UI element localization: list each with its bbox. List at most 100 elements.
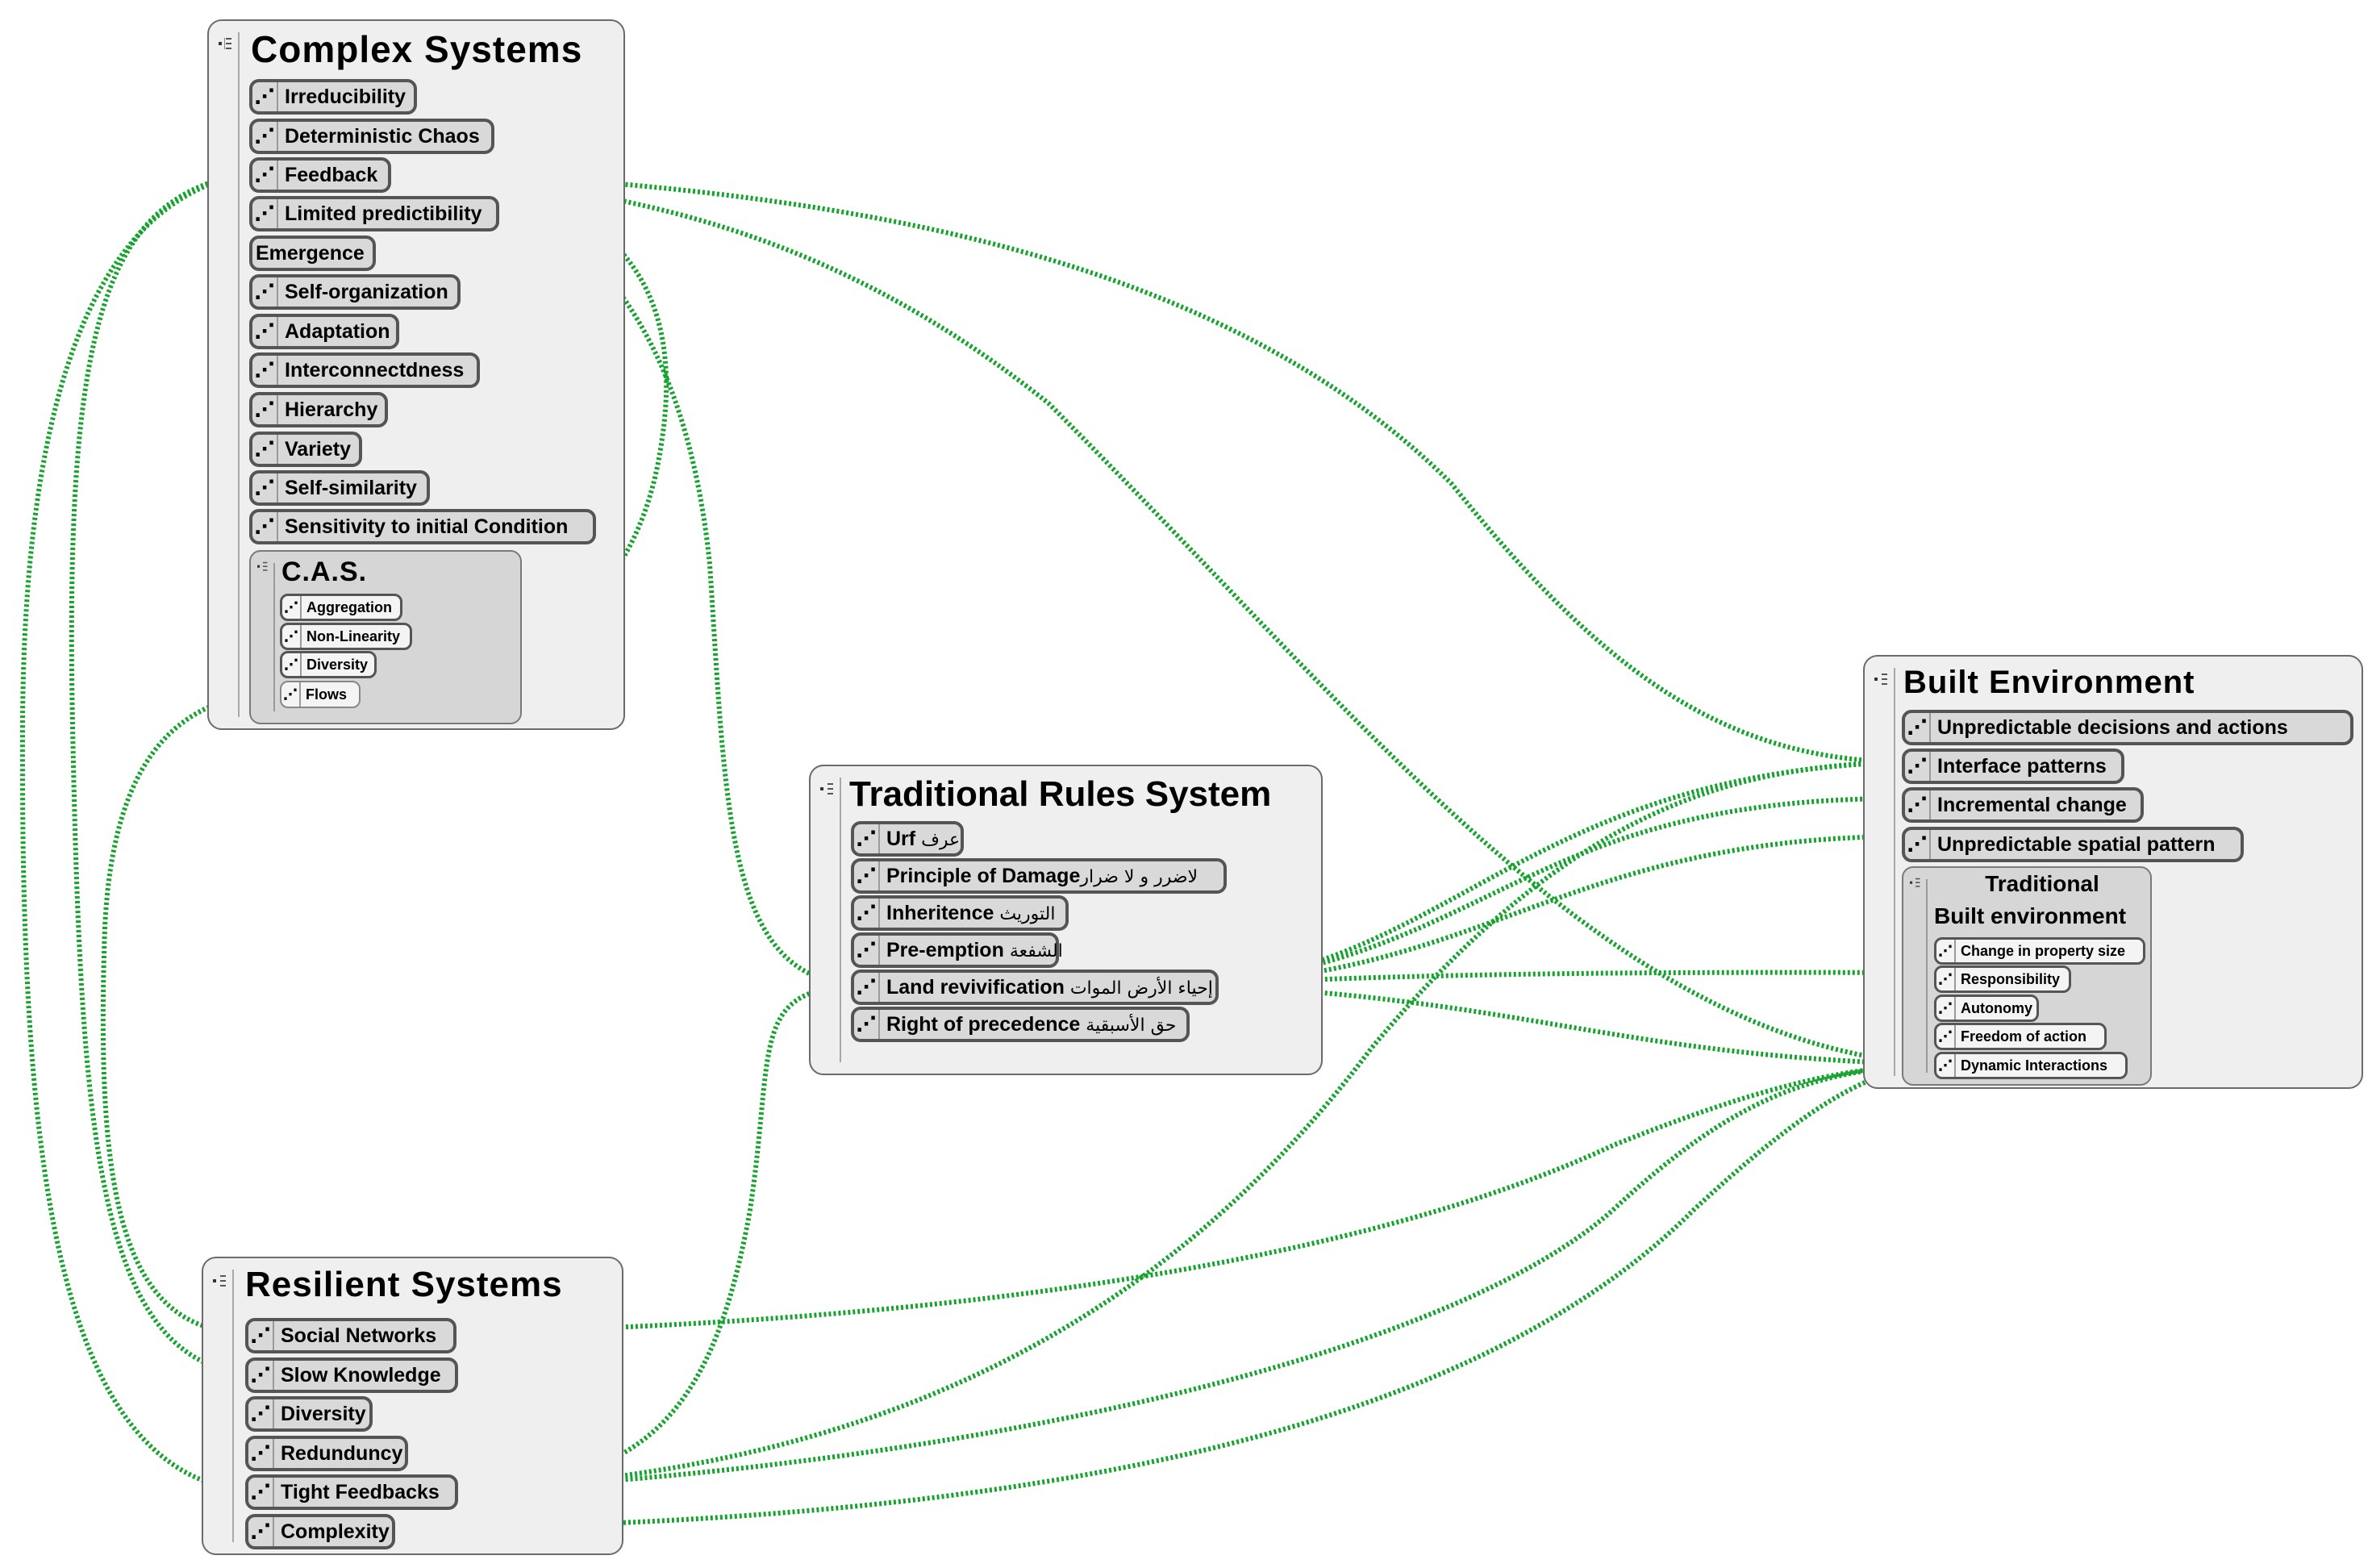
subgroup-title: C.A.S. — [281, 557, 368, 587]
topic-urf[interactable]: ⋰Urf عرف — [851, 821, 964, 857]
topic-deterministic-chaos[interactable]: ⋰Deterministic Chaos — [249, 119, 494, 154]
topic-responsibility[interactable]: ⋰Responsibility — [1934, 965, 2071, 993]
topic-icon: ⋰ — [252, 512, 278, 541]
topic-dynamic-interactions[interactable]: ⋰Dynamic Interactions — [1934, 1052, 2128, 1079]
topic-diversity-resilient[interactable]: ⋰Diversity — [245, 1396, 373, 1432]
topic-emergence[interactable]: Emergence — [249, 236, 376, 271]
topic-self-similarity[interactable]: ⋰Self-similarity — [249, 470, 430, 506]
topic-icon: ⋰ — [248, 1321, 274, 1350]
link-land-responsibility — [1213, 970, 1941, 986]
topic-icon: ⋰ — [252, 277, 278, 307]
group-traditional-rules-system[interactable]: Traditional Rules System ⋰Urf عرف ⋰Princ… — [809, 765, 1323, 1075]
topic-icon: ⋰ — [282, 596, 302, 619]
group-gutter — [232, 1270, 234, 1542]
topic-pre-emption[interactable]: ⋰Pre-emption الشفعة — [851, 932, 1063, 968]
topic-icon: ⋰ — [252, 317, 278, 346]
topic-icon: ⋰ — [248, 1478, 274, 1507]
outline-icon — [1910, 878, 1920, 887]
topic-autonomy[interactable]: ⋰Autonomy — [1934, 995, 2039, 1022]
topic-icon: ⋰ — [854, 936, 880, 965]
topic-icon: ⋰ — [854, 1010, 880, 1039]
topic-inheritence[interactable]: ⋰Inheritence التوريث — [851, 895, 1069, 931]
topic-unpredictable-spatial-pattern[interactable]: ⋰Unpredictable spatial pattern — [1902, 827, 2244, 862]
topic-icon: ⋰ — [248, 1361, 274, 1390]
subgroup-title-line1: Traditional — [1985, 871, 2099, 896]
topic-icon: ⋰ — [854, 861, 880, 890]
topic-right-of-precedence[interactable]: ⋰Right of precedence حق الأسبقية — [851, 1007, 1190, 1042]
topic-unpredictable-decisions[interactable]: ⋰Unpredictable decisions and actions — [1902, 710, 2353, 745]
link-social-dynamic-interactions — [451, 1062, 1939, 1335]
subgroup-cas[interactable]: C.A.S. ⋰Aggregation ⋰Non-Linearity ⋰Dive… — [249, 550, 522, 724]
topic-icon: ⋰ — [252, 435, 278, 464]
outline-icon — [820, 783, 833, 794]
topic-icon: ⋰ — [282, 653, 302, 676]
topic-icon: ⋰ — [281, 682, 301, 707]
topic-icon: ⋰ — [252, 82, 278, 111]
topic-feedback[interactable]: ⋰Feedback — [249, 157, 391, 193]
group-gutter — [840, 778, 841, 1062]
outline-icon — [219, 38, 231, 49]
topic-icon: ⋰ — [854, 973, 880, 1002]
topic-change-in-property-size[interactable]: ⋰Change in property size — [1934, 937, 2145, 965]
topic-slow-knowledge[interactable]: ⋰Slow Knowledge — [245, 1357, 458, 1393]
group-title: Built Environment — [1903, 665, 2195, 700]
topic-icon: ⋰ — [854, 899, 880, 928]
topic-sensitivity-initial-condition[interactable]: ⋰Sensitivity to initial Condition — [249, 509, 596, 544]
topic-land-revivification[interactable]: ⋰Land revivification إحياء الأرض الموات — [851, 970, 1219, 1005]
topic-aggregation[interactable]: ⋰Aggregation — [280, 594, 402, 621]
topic-complexity[interactable]: ⋰Complexity — [245, 1514, 395, 1549]
topic-hierarchy[interactable]: ⋰Hierarchy — [249, 392, 388, 427]
topic-icon: ⋰ — [1936, 1025, 1956, 1048]
group-gutter — [238, 32, 240, 717]
subgroup-traditional-built-environment[interactable]: Traditional Built environment ⋰Change in… — [1902, 866, 2152, 1086]
topic-diversity-cas[interactable]: ⋰Diversity — [280, 651, 377, 678]
group-complex-systems[interactable]: Complex Systems ⋰Irreducibility ⋰Determi… — [207, 19, 625, 730]
topic-icon: ⋰ — [252, 473, 278, 503]
topic-principle-of-damage[interactable]: ⋰Principle of Damageلاضرر و لا ضرار — [851, 858, 1227, 894]
topic-social-networks[interactable]: ⋰Social Networks — [245, 1318, 456, 1353]
topic-self-organization[interactable]: ⋰Self-organization — [249, 274, 461, 310]
topic-icon: ⋰ — [282, 625, 302, 648]
topic-icon: ⋰ — [252, 122, 278, 151]
topic-adaptation[interactable]: ⋰Adaptation — [249, 314, 399, 349]
topic-icon: ⋰ — [252, 395, 278, 424]
topic-icon: ⋰ — [854, 824, 880, 853]
topic-flows[interactable]: ⋰Flows — [280, 681, 361, 708]
topic-icon: ⋰ — [248, 1517, 274, 1546]
topic-interface-patterns[interactable]: ⋰Interface patterns — [1902, 749, 2124, 784]
topic-icon: ⋰ — [1936, 997, 1956, 1020]
topic-variety[interactable]: ⋰Variety — [249, 432, 362, 467]
subgroup-gutter — [273, 563, 275, 711]
topic-non-linearity[interactable]: ⋰Non-Linearity — [280, 623, 412, 650]
topic-icon: ⋰ — [1905, 752, 1931, 781]
group-title: Resilient Systems — [245, 1265, 563, 1304]
subgroup-title-line2: Built environment — [1934, 903, 2127, 928]
topic-tight-feedbacks[interactable]: ⋰Tight Feedbacks — [245, 1474, 458, 1510]
topic-icon: ⋰ — [252, 199, 278, 228]
group-gutter — [1894, 668, 1895, 1076]
outline-icon — [1874, 673, 1887, 685]
topic-incremental-change[interactable]: ⋰Incremental change — [1902, 787, 2144, 823]
topic-icon: ⋰ — [1936, 1054, 1956, 1077]
topic-icon: ⋰ — [1905, 713, 1931, 742]
group-built-environment[interactable]: Built Environment ⋰Unpredictable decisio… — [1863, 655, 2363, 1089]
outline-icon — [257, 561, 268, 571]
topic-icon: ⋰ — [252, 161, 278, 190]
outline-icon — [213, 1275, 226, 1287]
topic-limited-predictibility[interactable]: ⋰Limited predictibility — [249, 196, 499, 231]
link-tight-dynamic-interactions — [451, 1062, 1939, 1493]
topic-icon: ⋰ — [1905, 830, 1931, 859]
topic-icon: ⋰ — [248, 1439, 274, 1468]
group-title: Traditional Rules System — [849, 774, 1272, 814]
subgroup-gutter — [1926, 879, 1928, 1073]
group-resilient-systems[interactable]: Resilient Systems ⋰Social Networks ⋰Slow… — [202, 1257, 623, 1555]
topic-redunduncy[interactable]: ⋰Redunduncy — [245, 1436, 408, 1471]
topic-interconnectdness[interactable]: ⋰Interconnectdness — [249, 352, 480, 388]
topic-icon: ⋰ — [1936, 968, 1956, 990]
link-flows-social-networks — [100, 690, 281, 1335]
topic-irreducibility[interactable]: ⋰Irreducibility — [249, 79, 417, 115]
topic-icon: ⋰ — [1905, 790, 1931, 819]
group-title: Complex Systems — [251, 28, 583, 70]
topic-icon: ⋰ — [248, 1399, 274, 1428]
topic-freedom-of-action[interactable]: ⋰Freedom of action — [1934, 1023, 2107, 1050]
